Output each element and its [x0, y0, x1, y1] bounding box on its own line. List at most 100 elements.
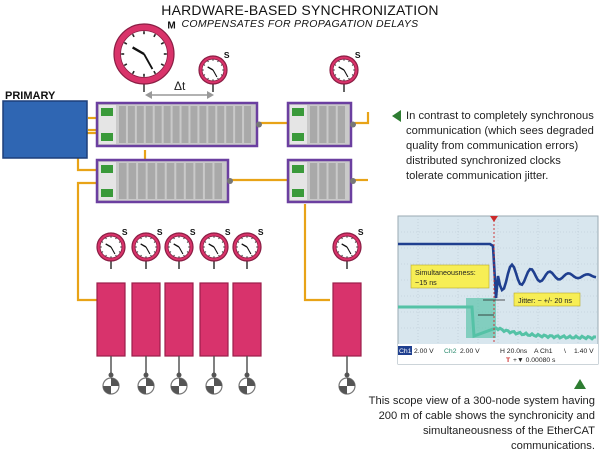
- slave-clock: S: [131, 227, 163, 269]
- clock-tick: [153, 70, 157, 75]
- clock-hour-hand: [140, 243, 147, 248]
- clock-tick: [220, 74, 223, 76]
- clock-tick: [131, 70, 135, 75]
- clock-tick: [208, 237, 210, 240]
- clock-tick: [203, 64, 206, 66]
- clock-tick: [351, 74, 354, 76]
- shaft-joint: [176, 372, 182, 378]
- network-port-icon: [292, 108, 304, 116]
- slave-clock: S: [232, 227, 264, 269]
- clock-tick: [354, 251, 357, 253]
- io-terminal: [319, 163, 327, 199]
- io-terminal: [176, 163, 184, 199]
- clock-hour-hand: [208, 243, 215, 248]
- clock-minute-hand: [110, 246, 116, 255]
- io-terminal: [337, 163, 345, 199]
- io-terminal: [166, 163, 175, 199]
- scope-status-bar: [398, 344, 598, 364]
- simultaneousness-note: Simultaneousness:~15 ns: [410, 264, 490, 289]
- clock-minute-hand: [213, 246, 219, 255]
- shaft-joint: [211, 372, 217, 378]
- clock-tick: [153, 251, 156, 253]
- io-terminal: [163, 106, 171, 143]
- clock-tick: [351, 254, 353, 257]
- io-terminal: [310, 106, 318, 143]
- connection-lines: Δt: [76, 79, 370, 302]
- clock-tick: [337, 241, 340, 243]
- clock-tick: [338, 60, 340, 63]
- clock-tick: [101, 241, 104, 243]
- scope-timebase: H 20.0ns: [500, 348, 528, 355]
- callout-bottom-text: This scope view of a 300-node system hav…: [368, 395, 595, 452]
- scope-trace-ch2: [398, 305, 597, 341]
- io-terminal: [319, 106, 327, 143]
- delta-t-arrowhead-left: [145, 91, 152, 99]
- drive-wheel-segment: [179, 378, 187, 386]
- drive-wheel-segment: [171, 386, 179, 394]
- clock-tick: [220, 64, 223, 66]
- clock-type-label: S: [224, 50, 230, 60]
- shaft-joint: [244, 372, 250, 378]
- io-terminal: [145, 106, 153, 143]
- clock-tick: [153, 33, 157, 38]
- clock-tick: [115, 254, 117, 257]
- clock-type-label: S: [190, 227, 196, 237]
- slave-clock: S: [96, 227, 128, 269]
- jitter-note: Jitter: ~ +/- 20 ns: [513, 292, 581, 307]
- clock-tick: [169, 241, 172, 243]
- clock-tick: [115, 237, 117, 240]
- clock-tick: [237, 251, 240, 253]
- drive-module: [232, 282, 262, 357]
- clock-tick: [118, 251, 121, 253]
- io-terminal: [136, 106, 144, 143]
- clock-type-label: S: [258, 227, 264, 237]
- clock-type-label: S: [225, 227, 231, 237]
- clock-tick: [217, 60, 219, 63]
- callout-triangle-icon: [574, 379, 586, 389]
- drive-wheel-segment: [239, 386, 247, 394]
- clock-tick: [173, 237, 175, 240]
- clock-tick: [204, 241, 207, 243]
- clock-tick: [241, 254, 243, 257]
- coupler-module: [286, 101, 356, 148]
- clock-tick: [140, 237, 142, 240]
- clock-type-label: S: [358, 227, 364, 237]
- io-terminal: [127, 106, 135, 143]
- clock-tick: [351, 237, 353, 240]
- network-port-icon: [101, 133, 113, 141]
- scope-trigger-source: A Ch1: [534, 348, 553, 355]
- shaft-joint: [108, 372, 114, 378]
- master-clock: M: [113, 21, 176, 92]
- clock-minute-hand: [212, 69, 218, 78]
- clock-hour-hand: [105, 243, 112, 248]
- io-terminal: [244, 106, 251, 143]
- scope-note-box: [513, 292, 581, 307]
- network-port-icon: [101, 165, 113, 173]
- drive-wheel-segment: [146, 378, 154, 386]
- io-terminal: [147, 163, 156, 199]
- diagram-title: HARDWARE-BASED SYNCHRONIZATION: [161, 2, 439, 18]
- drive-wheel-segment: [206, 386, 214, 394]
- clock-tick: [105, 254, 107, 257]
- clock-tick: [254, 241, 257, 243]
- network-port-icon: [292, 165, 304, 173]
- io-terminal: [208, 106, 216, 143]
- clock-tick: [131, 33, 135, 38]
- callout-triangle-icon: [392, 110, 401, 122]
- clock-tick: [338, 77, 340, 80]
- drive-wheel-segment: [347, 378, 355, 386]
- shaft-joint: [344, 372, 350, 378]
- clock-tick: [105, 237, 107, 240]
- io-terminal: [181, 106, 189, 143]
- io-terminal: [138, 163, 146, 199]
- drive-wheel-segment: [247, 378, 255, 386]
- scope-note-text: Jitter: ~ +/- 20 ns: [518, 296, 572, 305]
- clock-tick: [337, 251, 340, 253]
- clock-tick: [218, 254, 220, 257]
- io-terminal: [185, 163, 194, 199]
- scope-ch1-badge: Ch1: [399, 348, 412, 355]
- drive-module: [96, 282, 126, 357]
- scope-trigger-tag: T: [506, 357, 511, 364]
- clock-hour-hand: [241, 243, 248, 248]
- clock-tick: [241, 237, 243, 240]
